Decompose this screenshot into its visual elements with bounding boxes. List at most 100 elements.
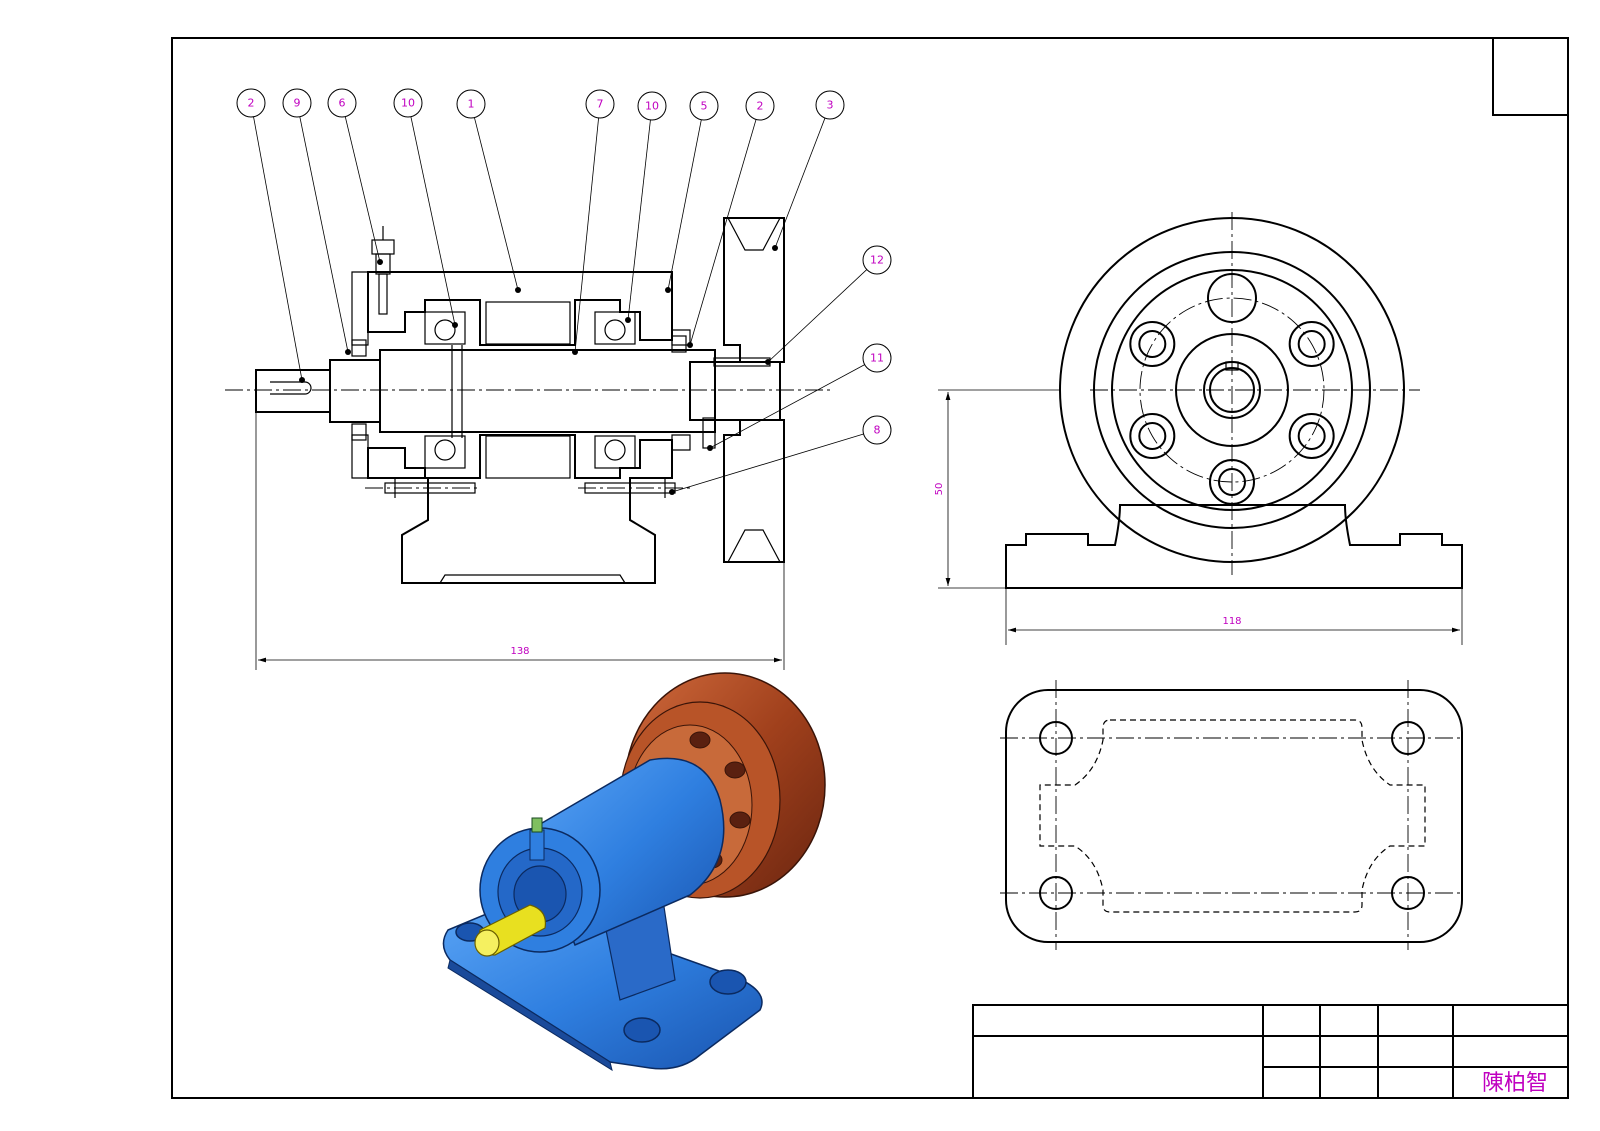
front-hole-outer-3: [1288, 413, 1335, 459]
balloon-number-11: 12: [870, 254, 884, 267]
balloon-number-4: 10: [401, 97, 415, 110]
balloon-leader-10: [774, 117, 826, 249]
overall-length-dimension: 138: [255, 412, 785, 670]
front-hole-outer-2: [1288, 321, 1335, 367]
corner-box: [1492, 37, 1569, 116]
pulley-groove-circle: [1093, 251, 1371, 529]
balloon-circle-2: [282, 88, 312, 118]
seal-screw-top: [671, 335, 687, 353]
balloon-number-2: 9: [294, 97, 301, 110]
bolt-circle: [1139, 297, 1325, 483]
balloon-leader-12: [709, 364, 865, 449]
front-hole-outer-1: [1207, 273, 1257, 323]
balloon-circle-6: [585, 89, 615, 119]
front-view: [1005, 212, 1463, 589]
v-belt-pulley: [723, 217, 785, 563]
author-name: 陳柏智: [1482, 1071, 1548, 1096]
title-block: 陳柏智: [972, 1004, 1569, 1099]
balloon-leader-dot-7: [625, 317, 631, 323]
balloon-number-6: 7: [597, 98, 604, 111]
overall-length-label: 138: [510, 646, 529, 657]
balloon-leader-dot-10: [772, 245, 778, 251]
part-balloons: 2 9 6 10 1 7 10 5 2 3 12 11 8: [236, 88, 892, 495]
right-seal-bottom: [671, 434, 691, 451]
left-end-cap-bottom: [351, 434, 369, 479]
iso-base-hole-2: [709, 969, 747, 995]
housing-top-section: [367, 271, 673, 346]
balloon-circle-7: [637, 91, 667, 121]
right-bearing: [594, 311, 636, 469]
balloon-number-13: 8: [874, 424, 881, 437]
balloon-number-10: 3: [827, 99, 834, 112]
balloon-circle-11: [862, 245, 892, 275]
balloon-circle-10: [815, 90, 845, 120]
balloon-circle-1: [236, 88, 266, 118]
balloon-circle-8: [689, 91, 719, 121]
grease-nipple: [371, 226, 395, 315]
balloon-leader-dot-11: [765, 359, 771, 365]
balloon-leader-6: [574, 117, 599, 353]
balloon-circle-12: [862, 343, 892, 373]
housing-bottom-section: [367, 434, 673, 584]
inner-cavity-bottom: [485, 435, 571, 479]
balloon-number-9: 2: [757, 100, 764, 113]
left-bearing: [424, 311, 466, 469]
balloon-leader-11: [767, 269, 868, 363]
balloon-leader-2: [299, 116, 349, 353]
balloon-number-8: 5: [701, 100, 708, 113]
base-bolts: [365, 478, 690, 498]
balloon-leader-dot-13: [669, 489, 675, 495]
balloon-leader-5: [474, 117, 519, 291]
base-recess: [439, 574, 626, 584]
balloon-number-12: 11: [870, 352, 884, 365]
drawing-border: [171, 37, 1569, 1099]
front-hole-outer-4: [1209, 459, 1255, 505]
base-plan-view: [1000, 680, 1463, 950]
isometric-render: [442, 672, 826, 1072]
center-height-dimension: 50: [934, 389, 1060, 589]
iso-grease-fitting: [529, 829, 545, 861]
front-hole-inner-2: [1297, 330, 1326, 358]
balloon-leader-dot-4: [452, 322, 458, 328]
center-height-label: 50: [934, 483, 945, 496]
bore-inner: [1209, 367, 1255, 413]
balloon-leader-dot-3: [377, 259, 383, 265]
balloon-circle-5: [456, 89, 486, 119]
balloon-leader-7: [627, 119, 651, 321]
iso-base-hole-1: [623, 1017, 661, 1043]
front-base: [1005, 504, 1463, 589]
left-end-cap-top: [351, 271, 369, 346]
inner-cavity-top: [485, 301, 571, 345]
balloon-number-3: 6: [339, 97, 346, 110]
balloon-circle-9: [745, 91, 775, 121]
balloon-number-1: 2: [248, 97, 255, 110]
base-width-dimension: 118: [1005, 588, 1463, 645]
balloon-number-7: 10: [645, 100, 659, 113]
balloon-leader-9: [689, 119, 757, 346]
front-hole-inner-3: [1297, 422, 1326, 450]
balloon-circle-3: [327, 88, 357, 118]
balloon-leader-3: [344, 116, 381, 263]
balloon-leader-1: [253, 116, 303, 381]
base-width-label: 118: [1222, 616, 1241, 627]
balloon-leader-dot-12: [707, 445, 713, 451]
balloon-leader-8: [667, 119, 702, 291]
lightening-holes: [1129, 273, 1335, 505]
balloon-leader-dot-6: [572, 349, 578, 355]
front-hole-inner-4: [1218, 468, 1246, 496]
balloon-number-5: 1: [468, 98, 475, 111]
front-hole-inner-5: [1138, 422, 1167, 450]
balloon-leader-dot-2: [345, 349, 351, 355]
section-view: [225, 217, 830, 584]
balloon-leader-13: [671, 433, 864, 493]
front-hole-outer-5: [1129, 413, 1176, 459]
balloon-leader-dot-5: [515, 287, 521, 293]
cap-screw-top: [351, 339, 367, 357]
cap-screw-bottom: [351, 423, 367, 441]
hub-boss-circle: [1175, 333, 1289, 447]
right-seal-top: [671, 329, 691, 346]
front-hole-outer-6: [1129, 321, 1176, 367]
balloon-circle-4: [393, 88, 423, 118]
balloon-leader-dot-8: [665, 287, 671, 293]
